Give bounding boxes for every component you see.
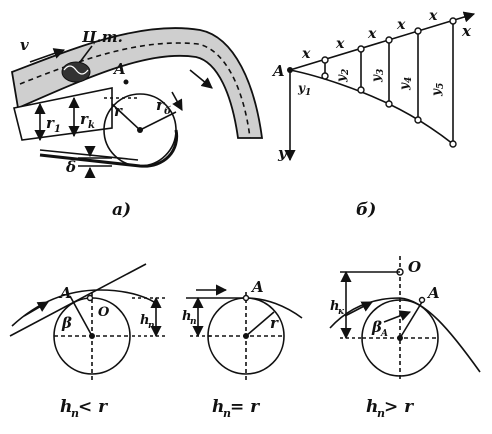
flow-arrow (189, 69, 213, 89)
label-rb: r (156, 96, 165, 114)
rotation-arrow (171, 91, 183, 111)
label-r1-sub: 1 (54, 124, 61, 135)
case3-label-a: A (426, 284, 440, 302)
node-x4 (414, 27, 422, 35)
label-center-of-mass: Ц.т. (81, 28, 123, 46)
case2-label-h-sub: п (190, 317, 197, 327)
case3-label-beta-sub: A (380, 329, 388, 339)
label-velocity: v (20, 36, 29, 54)
node-y5 (449, 140, 457, 148)
curved-stream-band (10, 27, 264, 139)
label-point-a: A (112, 60, 126, 78)
node-y1 (321, 72, 329, 80)
case2-cond-rest: = r (230, 397, 260, 417)
label-x-5: x (428, 8, 438, 24)
panel-b: A x x x x x x y y 1 y 2 y 3 y 4 y 5 б) (271, 8, 476, 220)
label-y4: y (397, 82, 411, 91)
label-x-2: x (335, 36, 345, 52)
case3-cond-lhs: h (366, 397, 378, 417)
case1-label-h: h (140, 313, 149, 328)
return-belt (39, 129, 179, 168)
case3-trajectory (329, 297, 481, 373)
x-axis (289, 11, 476, 71)
node-a (287, 67, 293, 73)
caption-b: б) (356, 200, 376, 220)
radius-r-line (111, 103, 141, 131)
case1-trajectory (11, 289, 161, 327)
node-x3 (385, 36, 393, 44)
radius-rb-line (139, 111, 177, 131)
case2-cond-lhs: h (212, 397, 224, 417)
label-r: r (114, 102, 123, 120)
case3-cond-rest: > r (384, 397, 414, 417)
node-x2 (357, 45, 365, 53)
case2-label-r: r (270, 314, 279, 332)
label-rb-sub: б (164, 106, 171, 117)
case1-label-h-sub: п (148, 321, 155, 331)
case3-cond-sub: n (377, 407, 385, 420)
label-y2: y (334, 74, 348, 83)
case2-trajectory (245, 297, 303, 319)
case3-label-beta: β (371, 318, 382, 336)
velocity-arrow (29, 48, 66, 63)
label-rk: r (80, 110, 89, 128)
case1-cond-rest: < r (78, 397, 108, 417)
label-y1: y (297, 81, 306, 95)
case1-label-a: A (58, 284, 72, 302)
label-y4-sub: 4 (404, 77, 414, 83)
label-x-axis: x (461, 22, 472, 40)
node-y3 (385, 100, 393, 108)
caption-a: а) (112, 200, 131, 220)
case2-label-a: A (250, 278, 264, 296)
case2-cond-sub: n (223, 407, 231, 420)
case1-tangent (9, 263, 147, 337)
case3-label-o: O (408, 258, 421, 276)
case3-label-h: h (330, 299, 339, 314)
label-y2-sub: 2 (341, 69, 351, 76)
label-x-3: x (367, 26, 377, 42)
label-y5-sub: 5 (436, 83, 446, 89)
label-b-point-a: A (271, 62, 285, 80)
label-delta: δ (65, 158, 76, 176)
panel-c-case-2: A h п r h n = r (182, 278, 303, 420)
label-y5: y (429, 88, 443, 97)
node-y2 (357, 86, 365, 94)
panel-c-case-3: A O β A h к h n > r (329, 256, 481, 420)
case1-cond-lhs: h (60, 397, 72, 417)
point-a-marker (123, 79, 129, 85)
node-y4 (414, 116, 422, 124)
label-y1-sub: 1 (305, 88, 311, 98)
case1-cond-sub: n (71, 407, 79, 420)
case3-label-h-sub: к (338, 307, 345, 317)
case1-label-beta: β (61, 314, 72, 332)
center-of-mass-coil (61, 61, 91, 83)
label-rk-sub: k (88, 120, 95, 131)
node-x1 (321, 56, 329, 64)
node-x5 (449, 17, 457, 25)
label-y3: y (369, 74, 383, 83)
label-y-axis: y (277, 144, 288, 162)
label-y3-sub: 3 (376, 69, 386, 75)
label-x-4: x (396, 17, 406, 33)
panel-a: v Ц.т. A r r 1 r k r б δ а) (10, 27, 264, 220)
panel-c-case-1: A O β h п h n < r (9, 263, 168, 420)
case1-label-o: O (98, 305, 110, 320)
case2-label-h: h (182, 309, 191, 324)
label-r1: r (46, 114, 55, 132)
label-x-1: x (301, 46, 311, 62)
